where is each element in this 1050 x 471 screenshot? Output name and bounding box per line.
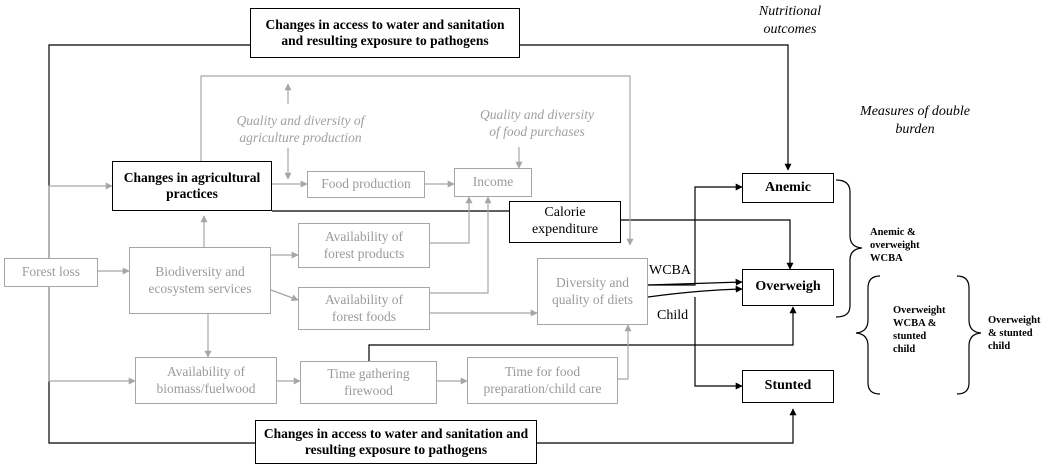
arrow-agri-to-diets — [200, 75, 634, 246]
food-prep-box: Time for food preparation/child care — [467, 357, 618, 404]
income-box: Income — [454, 168, 532, 197]
arrow-forestloss-to-biomass — [48, 271, 136, 385]
diets-box: Diversity and quality of diets — [537, 258, 648, 325]
forest-foods-box: Availability of forest foods — [298, 287, 430, 330]
arrow-child-to-overweight — [647, 285, 743, 298]
child-label: Child — [657, 308, 689, 323]
arrow-foodprep-to-diets — [618, 324, 632, 380]
biodiversity-box: Biodiversity and ecosystem services — [129, 247, 271, 314]
forest-products-box: Availability of forest products — [298, 223, 430, 268]
anemic-overweight-label: Anemic & overweight WCBA — [870, 227, 920, 265]
arrow-child-to-stunted — [694, 297, 743, 390]
water-sanitation-box-bottom: Changes in access to water and sanitatio… — [255, 420, 537, 464]
arrow-biodiversity-to-forestfoods — [270, 289, 299, 302]
agri-quality-annotation: Quality and diversity of agriculture pro… — [236, 113, 365, 145]
nutritional-outcomes-header: Nutritional outcomes — [758, 4, 822, 37]
food-production-box: Food production — [307, 171, 425, 198]
anemic-outcome-box: Anemic — [742, 173, 834, 203]
agricultural-practices-box: Changes in agricultural practices — [112, 161, 272, 211]
overweight-wcba-stunted-label: Overweight WCBA & stunted child — [893, 305, 946, 356]
biomass-box: Availability of biomass/fuelwood — [135, 357, 277, 404]
arrow-wcba-to-overweight — [647, 278, 743, 286]
arrow-forestproducts-to-income — [430, 196, 473, 244]
arrow-wcba-to-anemic — [648, 183, 743, 286]
brace-anemic-overweight — [835, 179, 863, 318]
water-sanitation-box-top: Changes in access to water and sanitatio… — [250, 8, 520, 58]
brace-overweight-stunted-child — [956, 275, 982, 395]
arrow-forestloss-to-agri — [48, 182, 113, 271]
double-burden-header: Measures of double burden — [860, 104, 970, 137]
brace-overweight-wcba-stunted — [855, 275, 881, 395]
food-purchases-annotation: Quality and diversity of food purchases — [480, 107, 594, 139]
stunted-outcome-box: Stunted — [742, 370, 834, 403]
calorie-expenditure-box: Calorie expenditure — [509, 201, 621, 243]
forest-loss-box: Forest loss — [4, 258, 98, 287]
overweight-outcome-box: Overweigh — [742, 269, 834, 306]
firewood-box: Time gathering firewood — [300, 361, 437, 404]
arrow-forestfoods-to-income — [430, 196, 492, 294]
arrow-firewood-to-overweight — [368, 306, 797, 361]
overweight-stunted-child-label: Overweight & stunted child — [988, 315, 1041, 353]
wcba-label: WCBA — [649, 263, 691, 278]
